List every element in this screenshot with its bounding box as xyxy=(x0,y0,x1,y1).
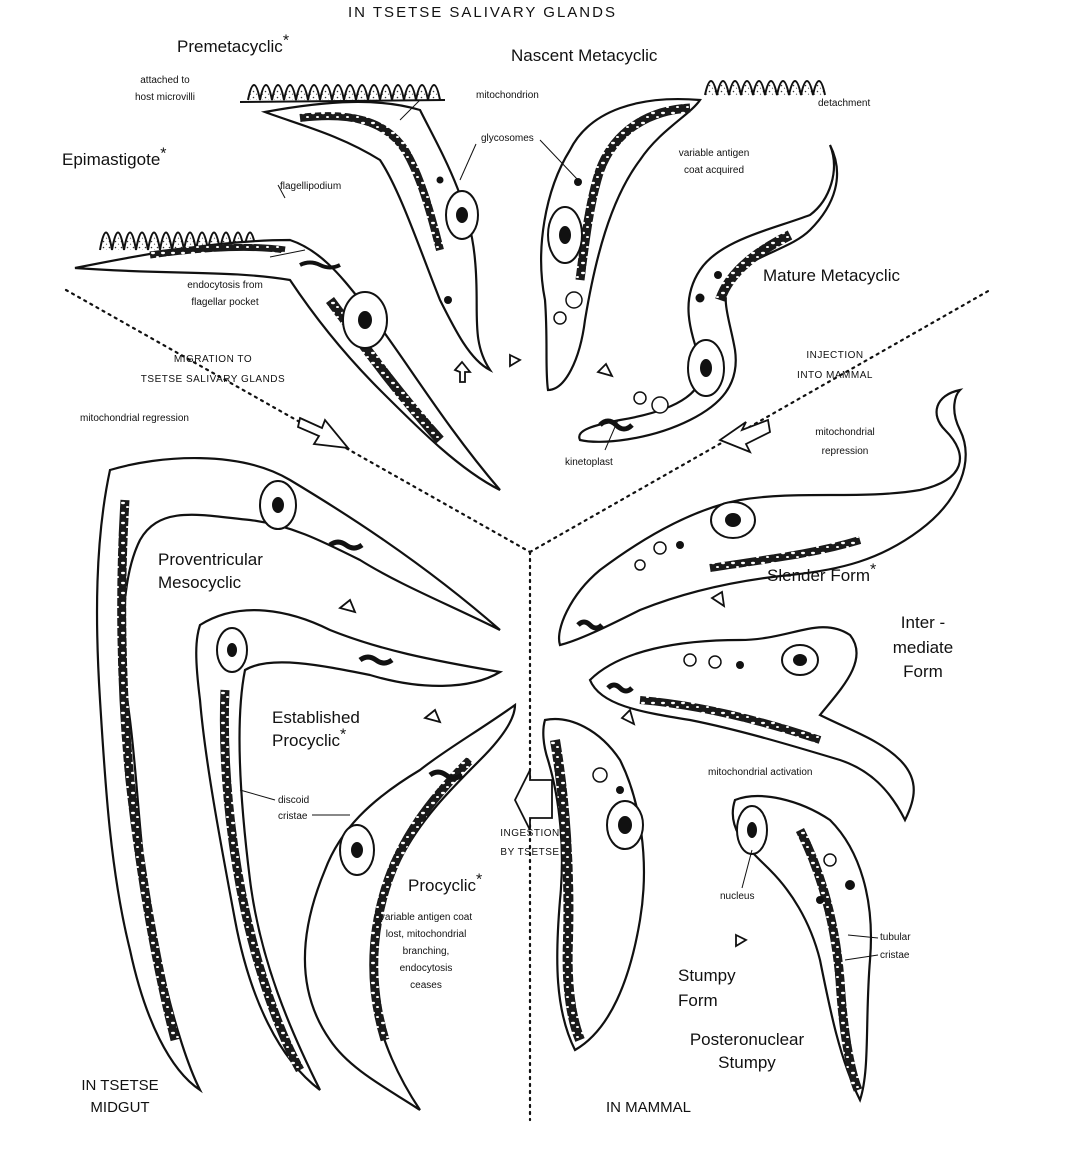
arrow-small-3 xyxy=(598,364,612,376)
note-procyclic-line1: variable antigen coat xyxy=(366,912,486,923)
note-mito-activation: mitochondrial activation xyxy=(708,767,813,778)
arrow-small-5 xyxy=(425,710,440,722)
cell-stumpy-form xyxy=(543,719,644,1050)
stage-intermediate-line2: mediate xyxy=(888,639,958,658)
arrow-small-6 xyxy=(712,592,724,606)
stage-procyclic-label: Procyclic xyxy=(408,876,476,895)
transition-injection-line1: INJECTION xyxy=(790,350,880,361)
arrow-injection xyxy=(720,420,770,452)
note-mitochondrial-regression: mitochondrial regression xyxy=(80,413,189,424)
note-endocytosis-line2: flagellar pocket xyxy=(175,297,275,308)
note-attached-line2: host microvilli xyxy=(120,92,210,103)
asterisk-marker: * xyxy=(283,32,289,49)
note-nucleus: nucleus xyxy=(720,891,754,902)
note-procyclic-line3: branching, xyxy=(366,946,486,957)
note-variable-antigen-line2: coat acquired xyxy=(664,165,764,176)
region-midgut-line2: MIDGUT xyxy=(70,1100,170,1117)
transition-injection-line2: INTO MAMMAL xyxy=(790,370,880,381)
stage-intermediate-line1: Inter - xyxy=(888,614,958,633)
arrow-small-2 xyxy=(510,355,520,366)
note-variable-antigen-line1: variable antigen xyxy=(664,148,764,159)
arrow-small-4 xyxy=(340,600,355,612)
stage-stumpy-line2: Form xyxy=(678,992,718,1011)
note-flagellipodium: flagellipodium xyxy=(280,181,341,192)
note-tubular-line1: tubular xyxy=(880,932,911,943)
asterisk-marker: * xyxy=(160,145,166,162)
note-mito-repression-line2: repression xyxy=(800,446,890,457)
stage-established-label: Procyclic xyxy=(272,731,340,750)
asterisk-marker: * xyxy=(476,871,482,888)
note-procyclic-line4: endocytosis xyxy=(366,963,486,974)
microvilli-nascent xyxy=(705,81,825,95)
diagram-title: IN TSETSE SALIVARY GLANDS xyxy=(348,5,617,22)
arrow-small-8 xyxy=(736,935,746,946)
note-discoid-line1: discoid xyxy=(278,795,309,806)
note-mitochondrion: mitochondrion xyxy=(476,90,539,101)
stage-proventricular-line2: Mesocyclic xyxy=(158,574,241,593)
note-attached-line1: attached to xyxy=(120,75,210,86)
note-endocytosis-line1: endocytosis from xyxy=(175,280,275,291)
stage-slender-label: Slender Form xyxy=(767,566,870,585)
arrow-ingestion xyxy=(515,770,552,830)
cell-nascent-metacyclic xyxy=(541,99,700,390)
arrow-small-1 xyxy=(455,362,470,382)
note-mito-repression-line1: mitochondrial xyxy=(800,427,890,438)
note-kinetoplast: kinetoplast xyxy=(565,457,613,468)
stage-epimastigote-label: Epimastigote xyxy=(62,150,160,169)
note-tubular-line2: cristae xyxy=(880,950,909,961)
stage-established-line1: Established xyxy=(272,709,360,728)
stage-slender: Slender Form* xyxy=(767,567,876,586)
stage-stumpy-line1: Stumpy xyxy=(678,967,736,986)
asterisk-marker: * xyxy=(870,561,876,578)
cell-procyclic xyxy=(305,705,515,1110)
arrow-migration xyxy=(298,418,348,448)
stage-nascent-metacyclic: Nascent Metacyclic xyxy=(511,47,657,66)
stage-premetacyclic-label: Premetacyclic xyxy=(177,37,283,56)
microvilli-premetacyclic xyxy=(240,85,445,102)
transition-ingestion-line2: BY TSETSE xyxy=(490,847,570,858)
note-glycosomes: glycosomes xyxy=(481,133,534,144)
stage-posteronuclear-line2: Stumpy xyxy=(672,1054,822,1073)
stage-proventricular-line1: Proventricular xyxy=(158,551,263,570)
stage-procyclic: Procyclic* xyxy=(408,877,482,896)
transition-ingestion-line1: INGESTION xyxy=(490,828,570,839)
cell-intermediate-form xyxy=(590,627,914,820)
asterisk-marker: * xyxy=(340,726,346,743)
stage-mature-metacyclic: Mature Metacyclic xyxy=(763,267,900,286)
transition-migration-line2: TSETSE SALIVARY GLANDS xyxy=(128,374,298,385)
note-procyclic-line2: lost, mitochondrial xyxy=(366,929,486,940)
note-procyclic-line5: ceases xyxy=(366,980,486,991)
stage-epimastigote: Epimastigote* xyxy=(62,151,167,170)
note-discoid-line2: cristae xyxy=(278,811,307,822)
arrow-small-7 xyxy=(622,710,634,724)
stage-intermediate-line3: Form xyxy=(888,663,958,682)
region-mammal: IN MAMMAL xyxy=(606,1100,691,1117)
stage-posteronuclear-line1: Posteronuclear xyxy=(672,1031,822,1050)
note-detachment: detachment xyxy=(818,98,870,109)
stage-established-line2: Procyclic* xyxy=(272,732,346,751)
transition-migration-line1: MIGRATION TO xyxy=(128,354,298,365)
region-midgut-line1: IN TSETSE xyxy=(70,1078,170,1095)
stage-premetacyclic: Premetacyclic* xyxy=(177,38,289,57)
